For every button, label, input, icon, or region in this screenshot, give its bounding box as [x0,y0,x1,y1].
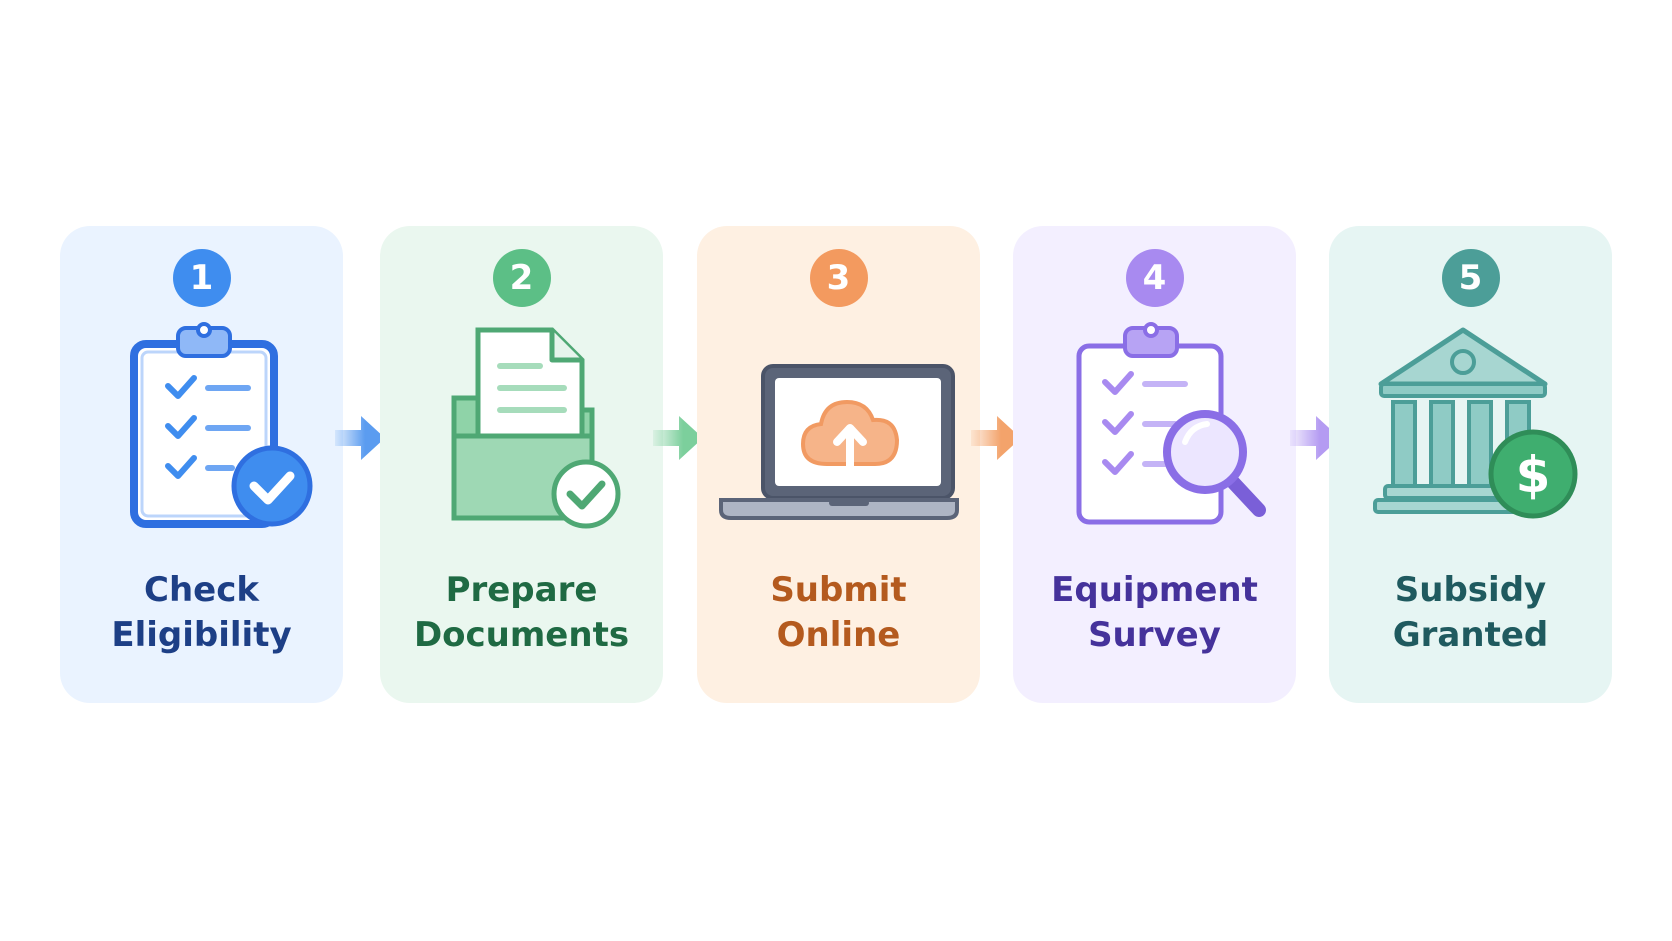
step-label-line: Online [776,615,901,655]
step-card-equipment-survey: 4 Equipment Survey [1013,226,1296,703]
step-label-line: Granted [1392,615,1549,655]
step-number-badge: 2 [492,249,551,307]
step-number-badge: 4 [1125,249,1184,307]
step-label: Prepare Documents [380,568,663,658]
step-number-badge: 5 [1441,249,1500,307]
step-label-line: Eligibility [111,615,292,655]
folder-document-check-icon [402,318,642,548]
step-label-line: Check [144,570,259,610]
step-card-prepare-documents: 2 Prepare Documents [380,226,663,703]
arrow-right-icon [1288,410,1342,466]
clipboard-check-icon [82,318,322,548]
step-card-subsidy-granted: 5 $ Subsidy Granted [1329,226,1612,703]
arrow-right-icon [651,410,705,466]
step-label-line: Subsidy [1394,570,1547,610]
step-card-check-eligibility: 1 Check Eligibility [60,226,343,703]
step-card-submit-online: 3 Submit Online [697,226,980,703]
arrow-right-icon [969,410,1023,466]
step-label: Equipment Survey [1013,568,1296,658]
svg-text:$: $ [1515,446,1550,504]
step-number-badge: 3 [809,249,868,307]
step-label: Submit Online [697,568,980,658]
step-label-line: Prepare [445,570,598,610]
clipboard-magnifier-icon [1035,318,1275,548]
bank-dollar-icon: $ [1351,318,1591,548]
step-label-line: Survey [1088,615,1221,655]
arrow-right-icon [333,410,387,466]
step-label-line: Documents [413,615,630,655]
laptop-cloud-upload-icon [718,318,959,548]
step-label: Subsidy Granted [1329,568,1612,658]
step-label: Check Eligibility [60,568,343,658]
step-number-badge: 1 [172,249,231,307]
step-label-line: Submit [770,570,907,610]
step-label-line: Equipment [1051,570,1258,610]
